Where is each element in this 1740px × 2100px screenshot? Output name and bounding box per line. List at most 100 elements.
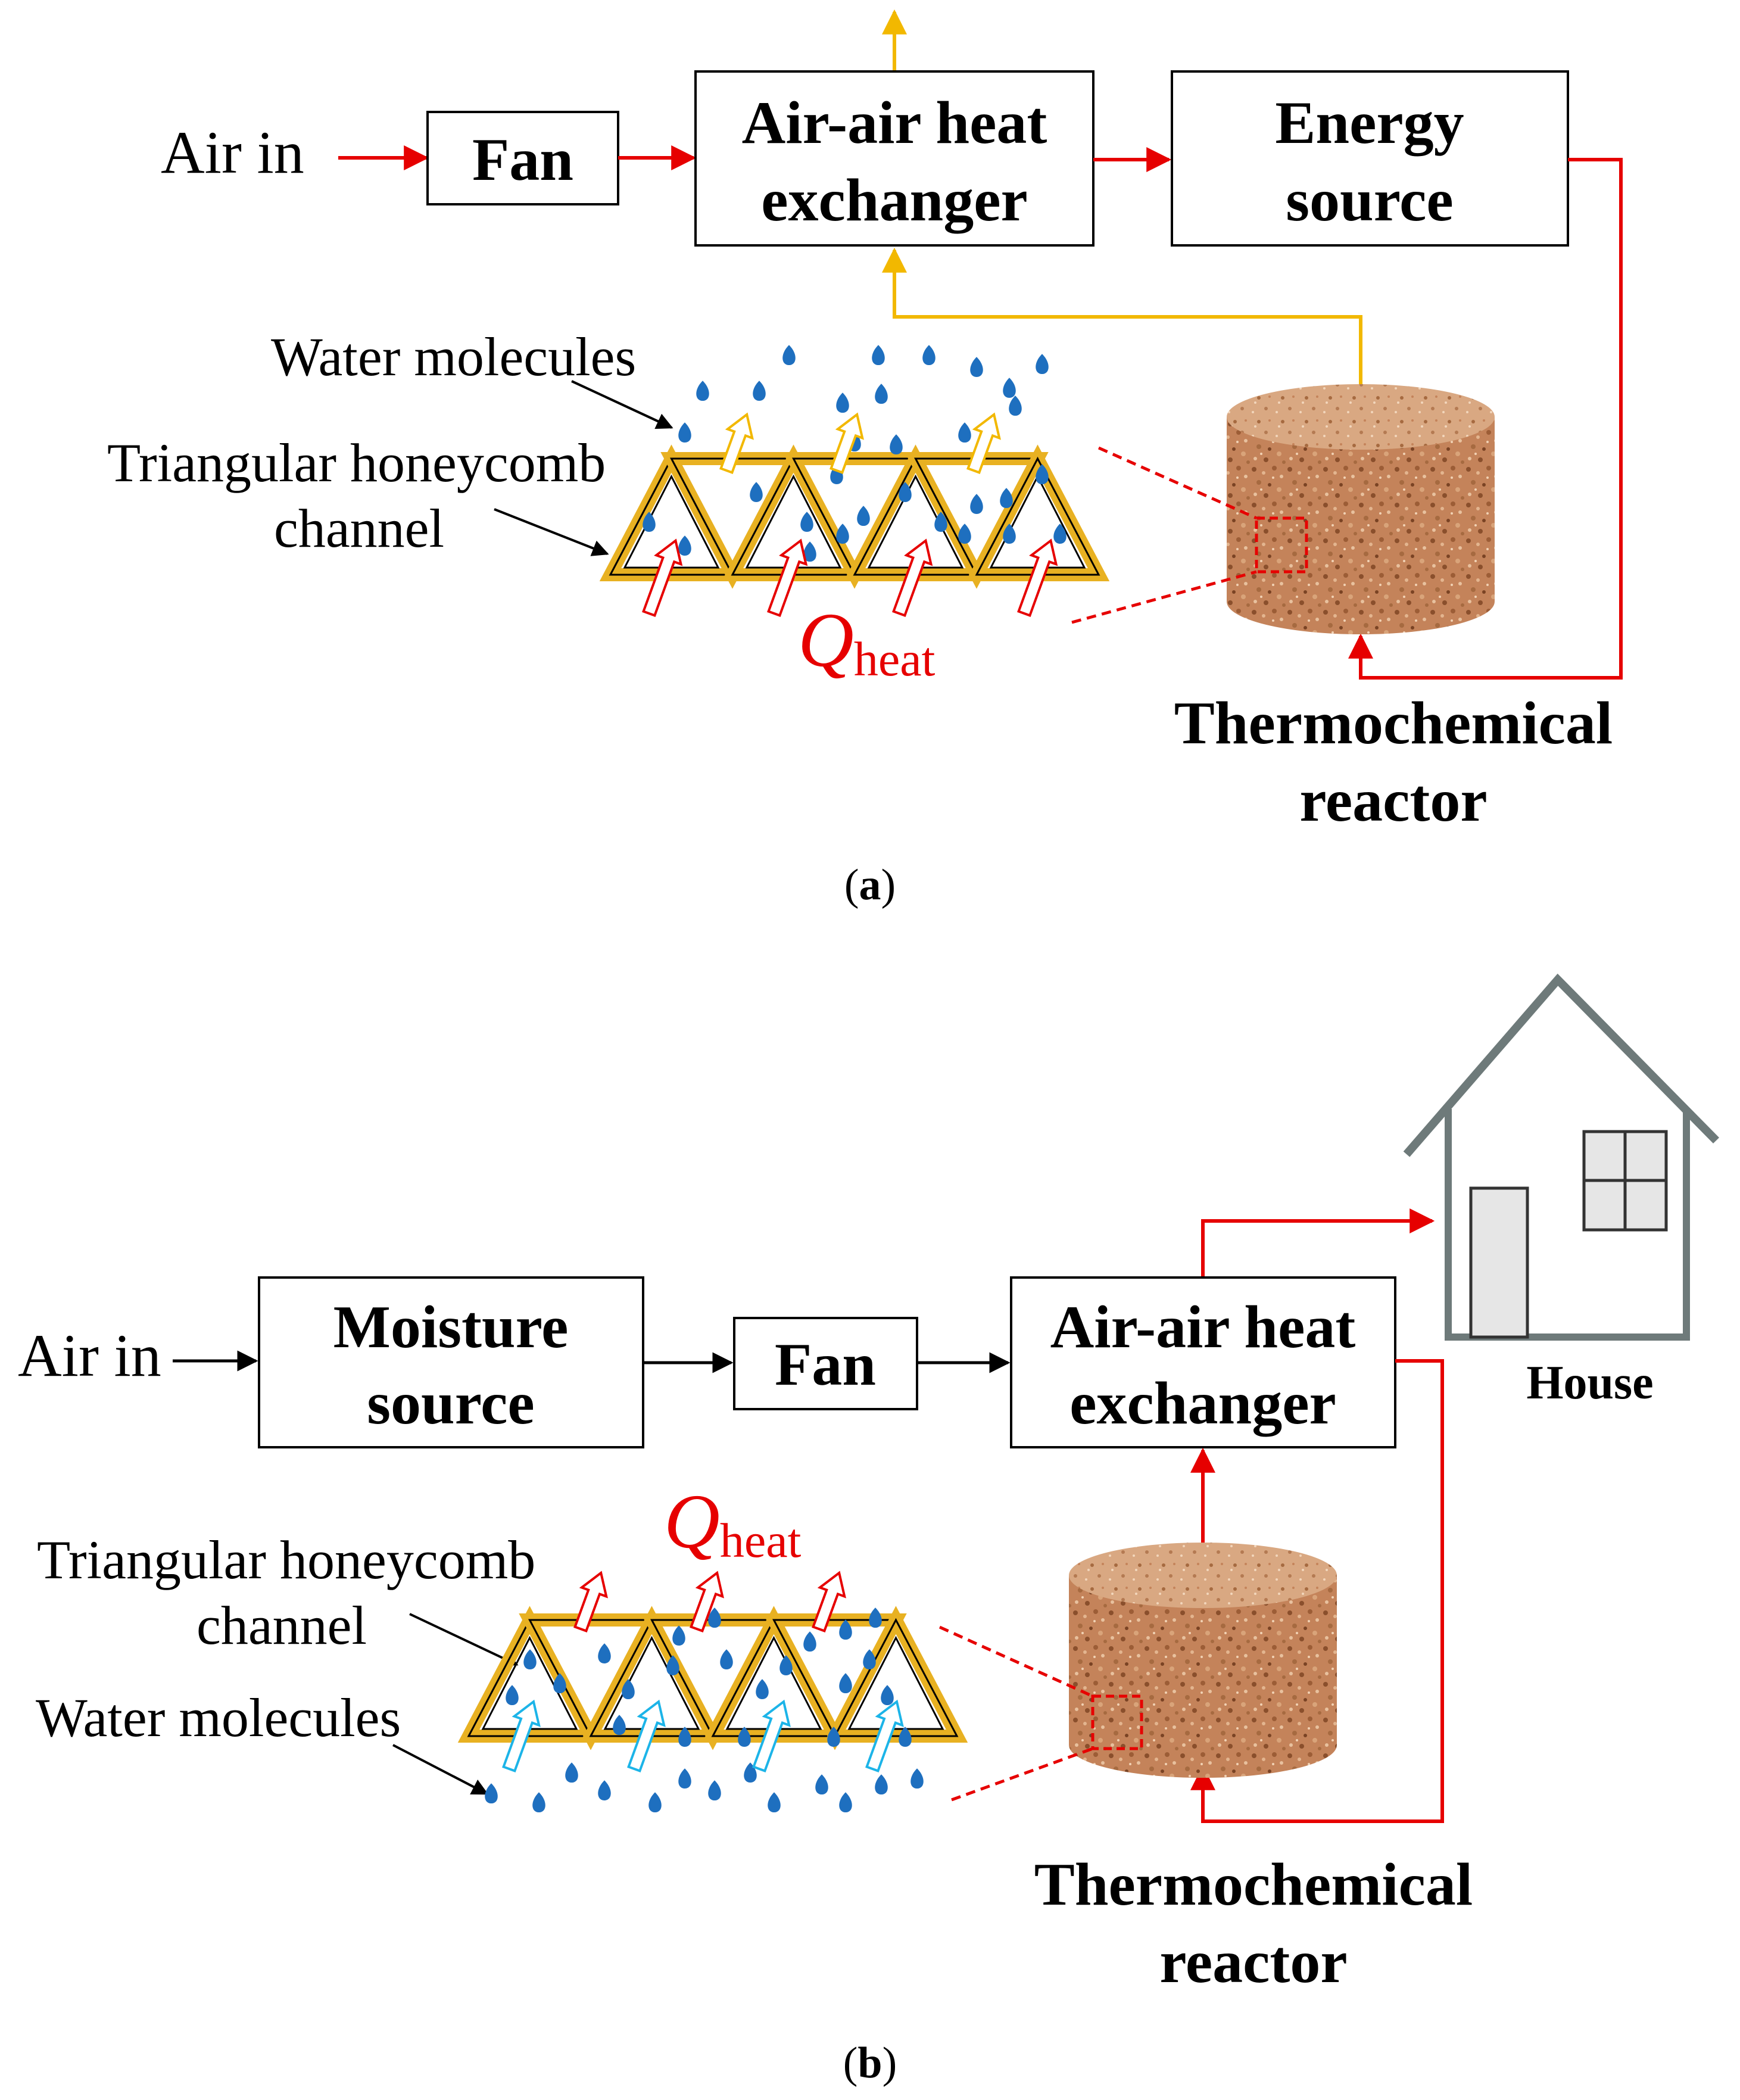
vapor-in-arrow-b-3 xyxy=(752,1699,791,1772)
reactor-label-a-line1: Thermochemical xyxy=(1174,690,1613,757)
q-symbol-b: Q xyxy=(664,1479,720,1565)
water-drop-a-1 xyxy=(782,345,796,365)
heat-out-arrow-b-1 xyxy=(573,1571,608,1632)
heat-arrows-b xyxy=(502,1571,904,1772)
heat-in-arrow-a-3 xyxy=(892,538,933,617)
honeycomb-label-b-line2: channel xyxy=(197,1595,367,1656)
water-drop-b-27 xyxy=(648,1792,662,1812)
water-drop-b-8 xyxy=(720,1649,733,1669)
honeycomb-b-cell-down-outline-2 xyxy=(650,1619,775,1738)
panel-a: Air in Fan Air-air heat exchanger Energy… xyxy=(107,9,1623,909)
q-heat-label-b: Qheat xyxy=(664,1479,802,1568)
water-drop-b-31 xyxy=(768,1792,781,1812)
air-in-label-b: Air in xyxy=(18,1322,161,1389)
fan-label-b: Fan xyxy=(775,1331,876,1398)
water-drop-a-4 xyxy=(970,357,983,377)
water-drop-a-29 xyxy=(643,512,656,532)
heat-in-arrow-a-1 xyxy=(642,538,683,617)
water-drop-b-23 xyxy=(485,1783,498,1803)
water-drops-b xyxy=(485,1607,924,1812)
reactor-to-exchanger-line-a xyxy=(882,247,1362,396)
honeycomb-pointer-b xyxy=(409,1613,519,1666)
water-drop-b-29 xyxy=(708,1780,721,1800)
water-drop-b-7 xyxy=(708,1607,721,1628)
energy-source-label-line2: source xyxy=(1286,167,1453,234)
water-drop-b-18 xyxy=(613,1715,626,1735)
water-drop-a-23 xyxy=(1036,464,1049,484)
moisture-source-label-line2: source xyxy=(367,1370,534,1437)
exchanger-to-house-line xyxy=(1201,1208,1435,1276)
water-drop-b-2 xyxy=(553,1673,566,1693)
honeycomb-label-a-line2: channel xyxy=(274,498,444,559)
honeycomb-a-cell-down-outline-3 xyxy=(914,457,1039,577)
water-drop-b-26 xyxy=(598,1780,611,1800)
water-drop-b-16 xyxy=(869,1607,882,1628)
moisture-source-label-line1: Moisture xyxy=(333,1294,569,1361)
thermochemical-reactor-a xyxy=(1227,384,1495,634)
water-molecules-label-a: Water molecules xyxy=(271,326,636,387)
energy-to-reactor-line-a xyxy=(1348,158,1623,680)
house-label: House xyxy=(1526,1357,1653,1409)
water-drop-a-6 xyxy=(1036,354,1049,374)
water-drop-b-21 xyxy=(827,1727,840,1747)
water-drop-b-19 xyxy=(678,1727,691,1747)
moisture-source-box xyxy=(258,1276,644,1448)
fan-box-b xyxy=(733,1317,918,1410)
thermochemical-reactor-b xyxy=(1069,1543,1337,1778)
honeycomb-b-cell-down-outline-1 xyxy=(528,1619,653,1738)
water-molecules-label-b: Water molecules xyxy=(36,1687,401,1748)
water-drop-b-1 xyxy=(523,1649,537,1669)
panel-b: Air in Moisture source Fan Air-air heat … xyxy=(18,973,1719,2087)
honeycomb-label-b-line1: Triangular honeycomb xyxy=(37,1529,535,1590)
water-drop-a-20 xyxy=(899,482,912,502)
water-drop-a-7 xyxy=(1009,395,1022,416)
energy-source-label-line1: Energy xyxy=(1275,89,1464,157)
water-drop-a-10 xyxy=(753,381,766,401)
water-drop-a-28 xyxy=(678,535,691,556)
water-drop-a-13 xyxy=(958,422,971,443)
water-drop-b-22 xyxy=(899,1727,912,1747)
reactor-label-b-line2: reactor xyxy=(1159,1928,1347,1996)
water-drop-a-22 xyxy=(1000,488,1013,508)
honeycomb-b-cell-down-1 xyxy=(519,1613,663,1750)
zoom-line-lower-a xyxy=(1071,570,1257,624)
energy-source-box-a xyxy=(1171,70,1569,247)
house-door xyxy=(1469,1186,1529,1339)
water-drop-b-24 xyxy=(532,1792,545,1812)
water-drop-a-27 xyxy=(1053,524,1067,544)
water-drop-a-8 xyxy=(875,384,888,404)
honeycomb-channel-a xyxy=(599,444,1110,589)
water-drop-a-25 xyxy=(934,512,947,532)
zoom-line-upper-b xyxy=(938,1625,1094,1698)
honeycomb-b-cell-down-3 xyxy=(763,1613,907,1750)
water-drop-a-3 xyxy=(922,345,936,365)
house-icon xyxy=(1403,973,1719,1341)
water-drops-a xyxy=(643,345,1067,562)
q-heat-label-a: Qheat xyxy=(798,597,936,686)
honeycomb-b-cell-up-outline-4 xyxy=(833,1618,959,1737)
water-drop-b-25 xyxy=(565,1762,578,1783)
water-drop-a-5 xyxy=(1003,378,1016,398)
honeycomb-b-cell-down-2 xyxy=(641,1613,785,1750)
water-drop-b-14 xyxy=(863,1649,876,1669)
vapor-in-arrow-b-4 xyxy=(865,1699,904,1772)
heat-out-arrow-b-2 xyxy=(690,1571,724,1632)
honeycomb-b-cell-up-inner-4 xyxy=(847,1635,944,1730)
exchanger-to-reactor-loop-b xyxy=(1190,1359,1444,1823)
water-drop-b-9 xyxy=(756,1679,769,1699)
water-drop-a-11 xyxy=(696,381,709,401)
water-drop-a-30 xyxy=(836,524,849,544)
caption-a: (a) xyxy=(844,861,896,909)
zoom-region-b xyxy=(1091,1694,1143,1750)
water-drop-b-12 xyxy=(839,1619,852,1640)
q-subscript-b: heat xyxy=(720,1513,802,1568)
reactor-label-a-line2: reactor xyxy=(1299,767,1487,834)
water-drop-b-34 xyxy=(875,1774,888,1794)
heat-exchanger-label-a-line2: exchanger xyxy=(761,167,1028,234)
water-drop-a-9 xyxy=(836,392,849,413)
water-drop-a-31 xyxy=(803,541,816,562)
honeycomb-pointer-a xyxy=(494,508,609,556)
water-drop-b-28 xyxy=(678,1768,691,1789)
q-symbol-a: Q xyxy=(798,597,854,683)
